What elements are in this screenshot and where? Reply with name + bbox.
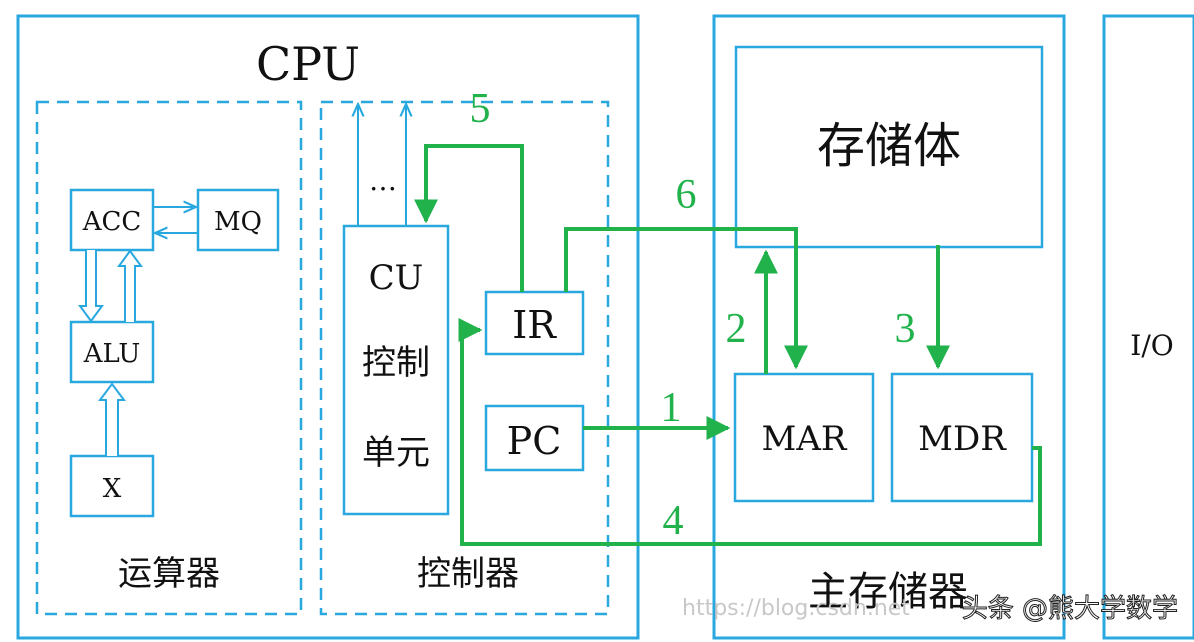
io-frame xyxy=(1102,14,1194,640)
ir-register xyxy=(484,290,585,356)
control-group-frame xyxy=(319,100,610,616)
flow-5-ir-to-cu xyxy=(414,144,524,292)
cpu-title: CPU xyxy=(256,37,360,91)
alu-label: ALU xyxy=(83,339,141,369)
step-2-label: 2 xyxy=(726,306,747,352)
mq-label: MQ xyxy=(214,207,262,237)
mdr-register xyxy=(890,372,1034,503)
pc-register xyxy=(484,404,585,472)
alu-group-label: 运算器 xyxy=(118,554,220,594)
ir-label: IR xyxy=(512,303,557,347)
watermark-url: https://blog.csdn.net xyxy=(682,596,910,621)
mq-register xyxy=(196,188,280,252)
alu-unit xyxy=(69,320,155,384)
step-1-label: 1 xyxy=(661,385,682,431)
watermark-brand: 头条 @熊大学数学 xyxy=(962,594,1178,624)
alu-group-frame xyxy=(35,100,303,616)
step-6-label: 6 xyxy=(676,172,697,218)
memory-label: 主存储器 xyxy=(808,569,968,615)
cu-label-line2: 控制 xyxy=(362,343,430,383)
acc-to-alu-arrow xyxy=(78,250,104,323)
flow-6-ir-to-mar xyxy=(564,227,808,370)
mdr-label: MDR xyxy=(918,419,1007,459)
step-3-label: 3 xyxy=(895,306,916,352)
memory-frame xyxy=(712,14,1066,640)
flow-4-mdr-to-ir xyxy=(458,318,1042,546)
mar-label: MAR xyxy=(762,419,848,459)
step-5-label: 5 xyxy=(470,86,491,132)
acc-label: ACC xyxy=(82,207,142,237)
x-to-alu-arrow xyxy=(98,382,126,456)
cu-signal-dots: … xyxy=(369,164,397,197)
io-label: I/O xyxy=(1130,329,1173,362)
step-4-label: 4 xyxy=(663,498,684,544)
acc-register xyxy=(69,188,155,252)
control-group-label: 控制器 xyxy=(417,554,519,594)
storage-body xyxy=(734,45,1044,249)
storage-label: 存储体 xyxy=(817,118,961,174)
cu-unit xyxy=(342,224,450,516)
mar-register xyxy=(733,372,875,503)
x-label: X xyxy=(103,474,122,504)
alu-to-acc-arrow xyxy=(117,249,143,322)
cu-label-line1: CU xyxy=(369,258,424,298)
pc-label: PC xyxy=(507,419,562,463)
cpu-frame xyxy=(16,14,640,640)
cu-label-line3: 单元 xyxy=(362,433,430,473)
